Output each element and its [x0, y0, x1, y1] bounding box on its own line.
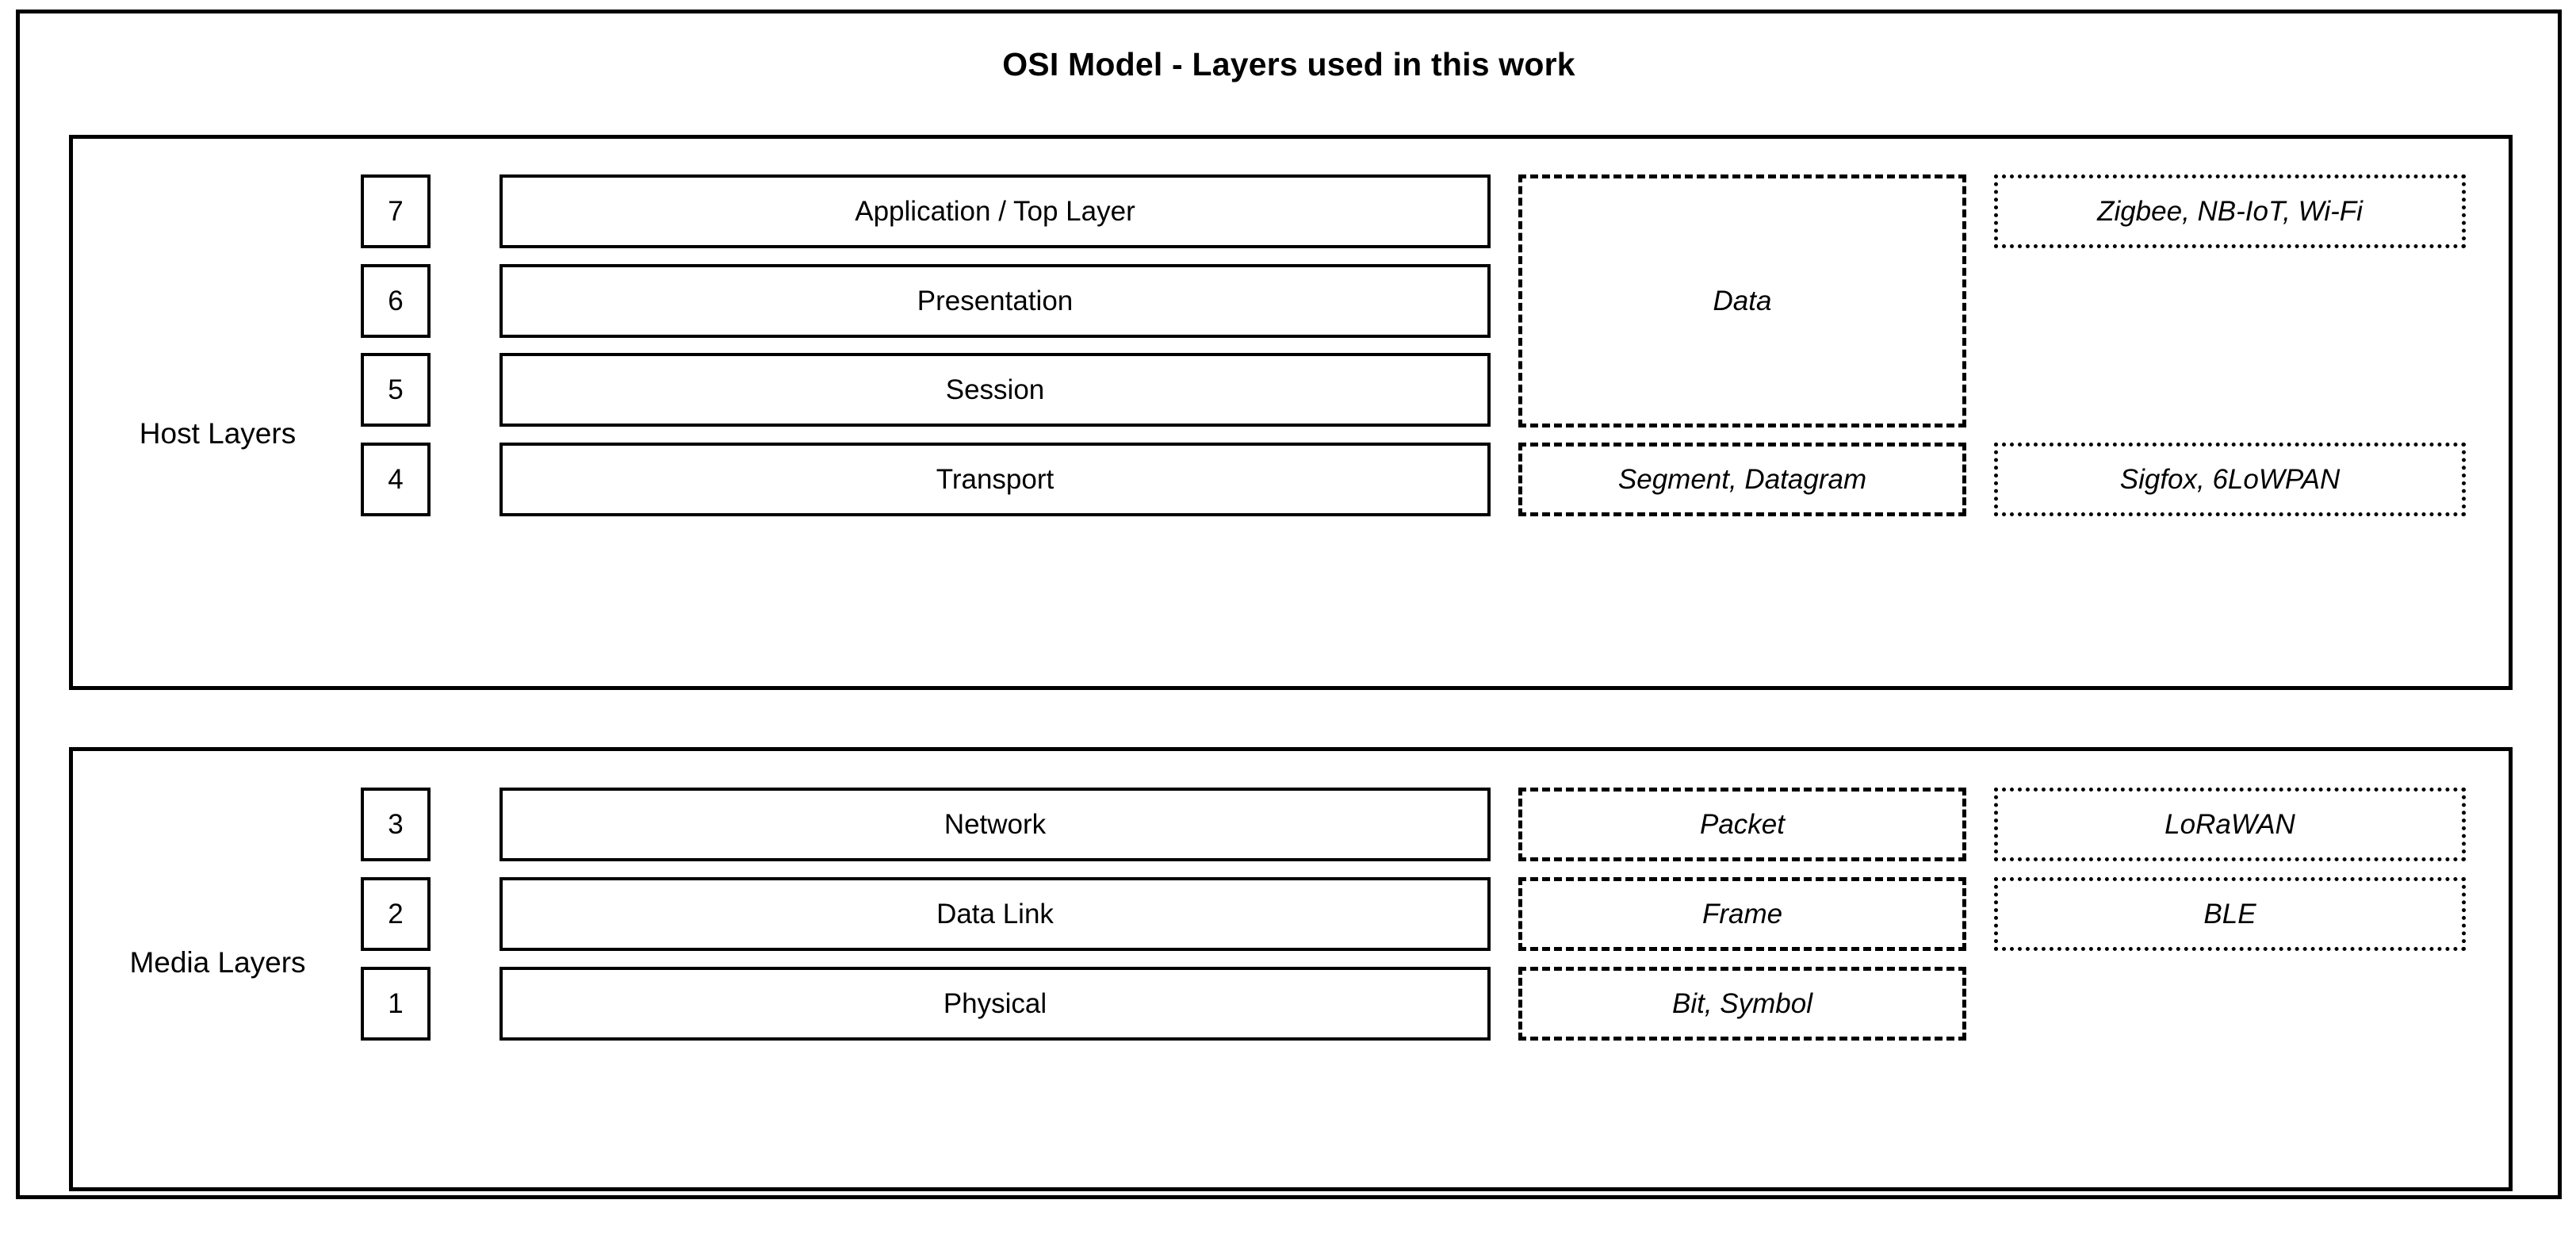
- page-title: OSI Model - Layers used in this work: [1002, 46, 1575, 82]
- tech-box-layer-4: Sigfox, 6LoWPAN: [1994, 443, 2466, 516]
- layer-number-5: 5: [361, 353, 431, 427]
- layer-number-2: 2: [361, 877, 431, 951]
- layer-name-physical: Physical: [500, 967, 1491, 1041]
- section-media-layers: Media Layers 3 Network Packet LoRaWAN 2 …: [69, 747, 2513, 1191]
- tech-box-layer-3: LoRaWAN: [1994, 788, 2466, 861]
- layer-name-transport: Transport: [500, 443, 1491, 516]
- group-label-host-layers: Host Layers: [139, 417, 297, 450]
- layer-number-1: 1: [361, 967, 431, 1041]
- section-host-layers: Host Layers Data 7 Application / Top Lay…: [69, 135, 2513, 690]
- pdu-box-layer-3: Packet: [1518, 788, 1966, 861]
- pdu-box-layer-2: Frame: [1518, 877, 1966, 951]
- layer-name-application: Application / Top Layer: [500, 174, 1491, 248]
- group-label-media-layers: Media Layers: [129, 946, 306, 979]
- host-rows: Data 7 Application / Top Layer Zigbee, N…: [73, 139, 2509, 686]
- tech-box-layer-7: Zigbee, NB-IoT, Wi-Fi: [1994, 174, 2466, 248]
- tech-box-layer-2: BLE: [1994, 877, 2466, 951]
- layer-number-6: 6: [361, 264, 431, 338]
- layer-name-presentation: Presentation: [500, 264, 1491, 338]
- layer-name-network: Network: [500, 788, 1491, 861]
- pdu-box-layer-1: Bit, Symbol: [1518, 967, 1966, 1041]
- layer-name-data-link: Data Link: [500, 877, 1491, 951]
- media-rows: 3 Network Packet LoRaWAN 2 Data Link Fra…: [73, 751, 2509, 1187]
- layer-number-3: 3: [361, 788, 431, 861]
- layer-number-7: 7: [361, 174, 431, 248]
- pdu-box-layer-4: Segment, Datagram: [1518, 443, 1966, 516]
- layer-name-session: Session: [500, 353, 1491, 427]
- pdu-box-data: Data: [1518, 174, 1966, 427]
- layer-number-4: 4: [361, 443, 431, 516]
- outer-frame: OSI Model - Layers used in this work Hos…: [16, 10, 2562, 1199]
